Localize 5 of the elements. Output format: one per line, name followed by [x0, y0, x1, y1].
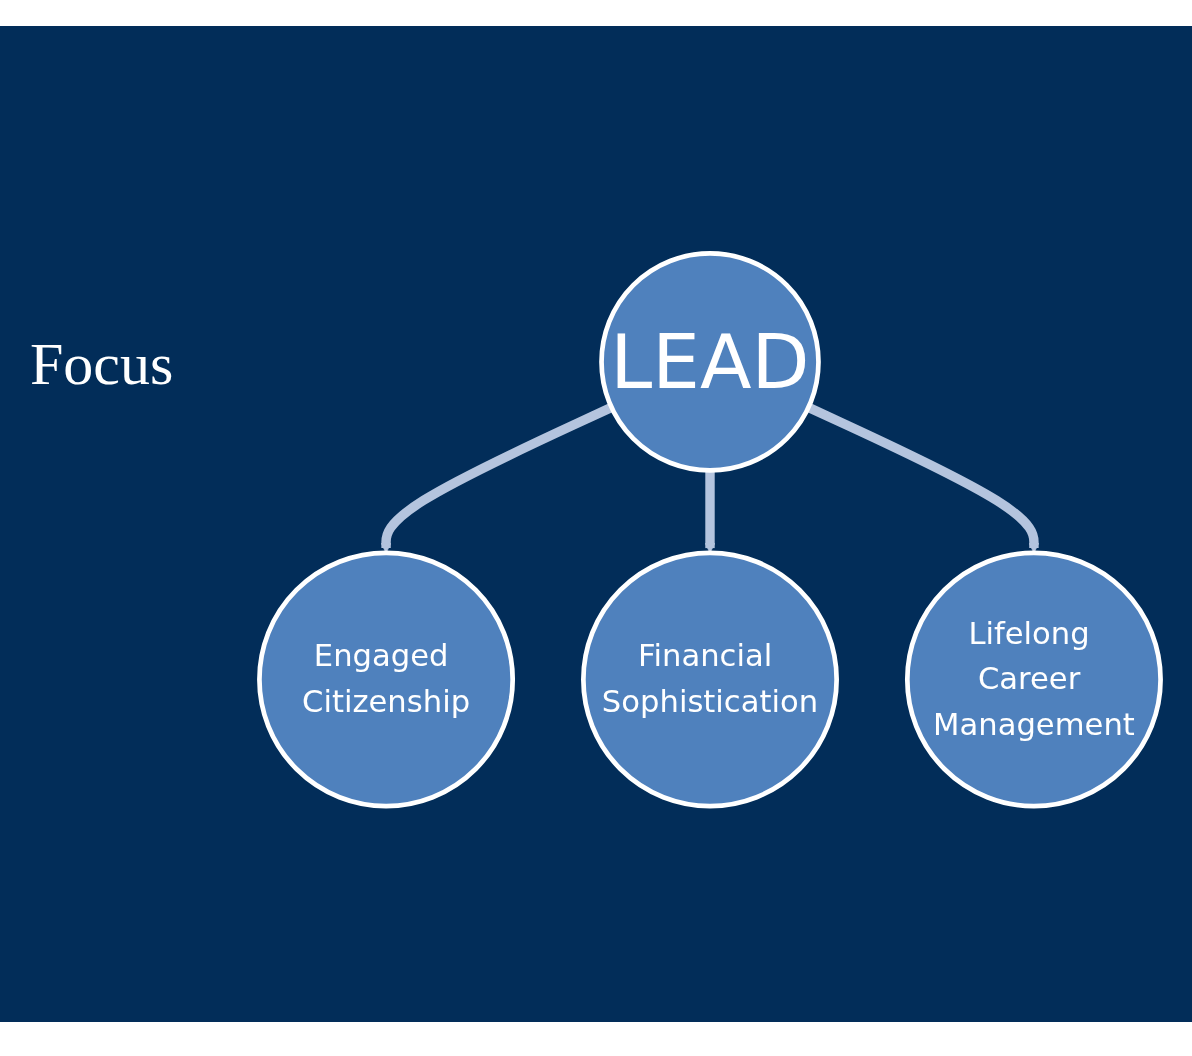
node-circle: Engaged Citizenship [257, 550, 516, 809]
heading-text: Focus [30, 330, 174, 399]
node-circle: Financial Sophistication [581, 550, 839, 809]
node-circle: LEAD [599, 251, 821, 473]
node-circle: Lifelong Career Management [904, 550, 1163, 809]
